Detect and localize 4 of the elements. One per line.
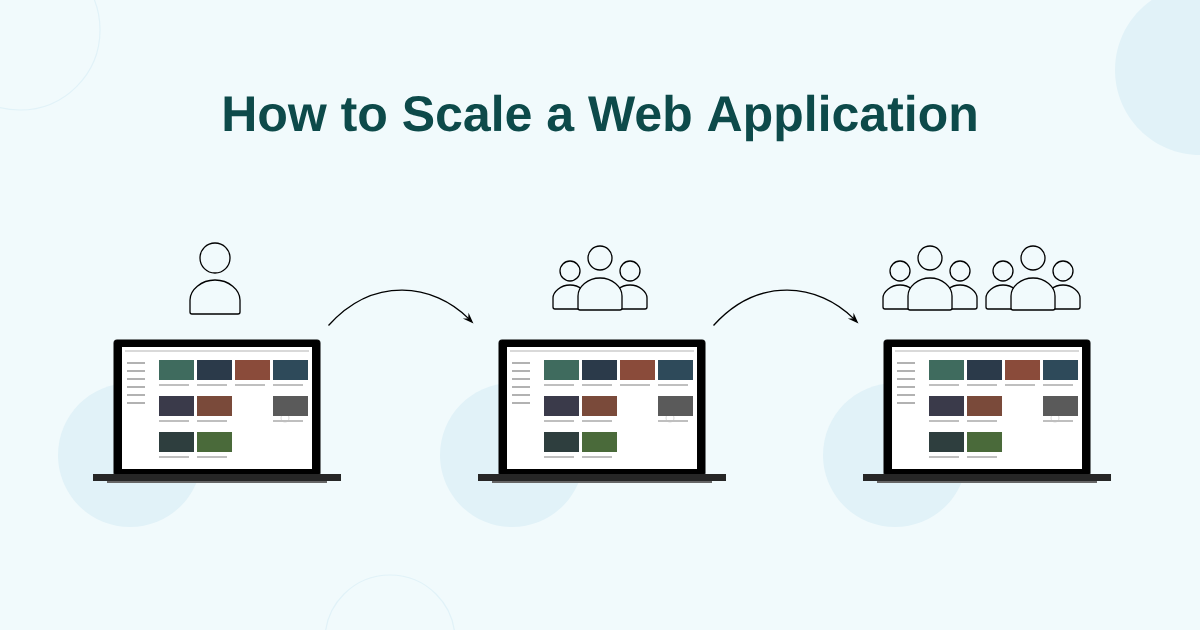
laptop-drawing: [478, 339, 726, 483]
laptop-drawing: [93, 339, 341, 483]
diagram-title: How to Scale a Web Application: [224, 94, 976, 142]
laptop-drawing: [863, 339, 1111, 483]
